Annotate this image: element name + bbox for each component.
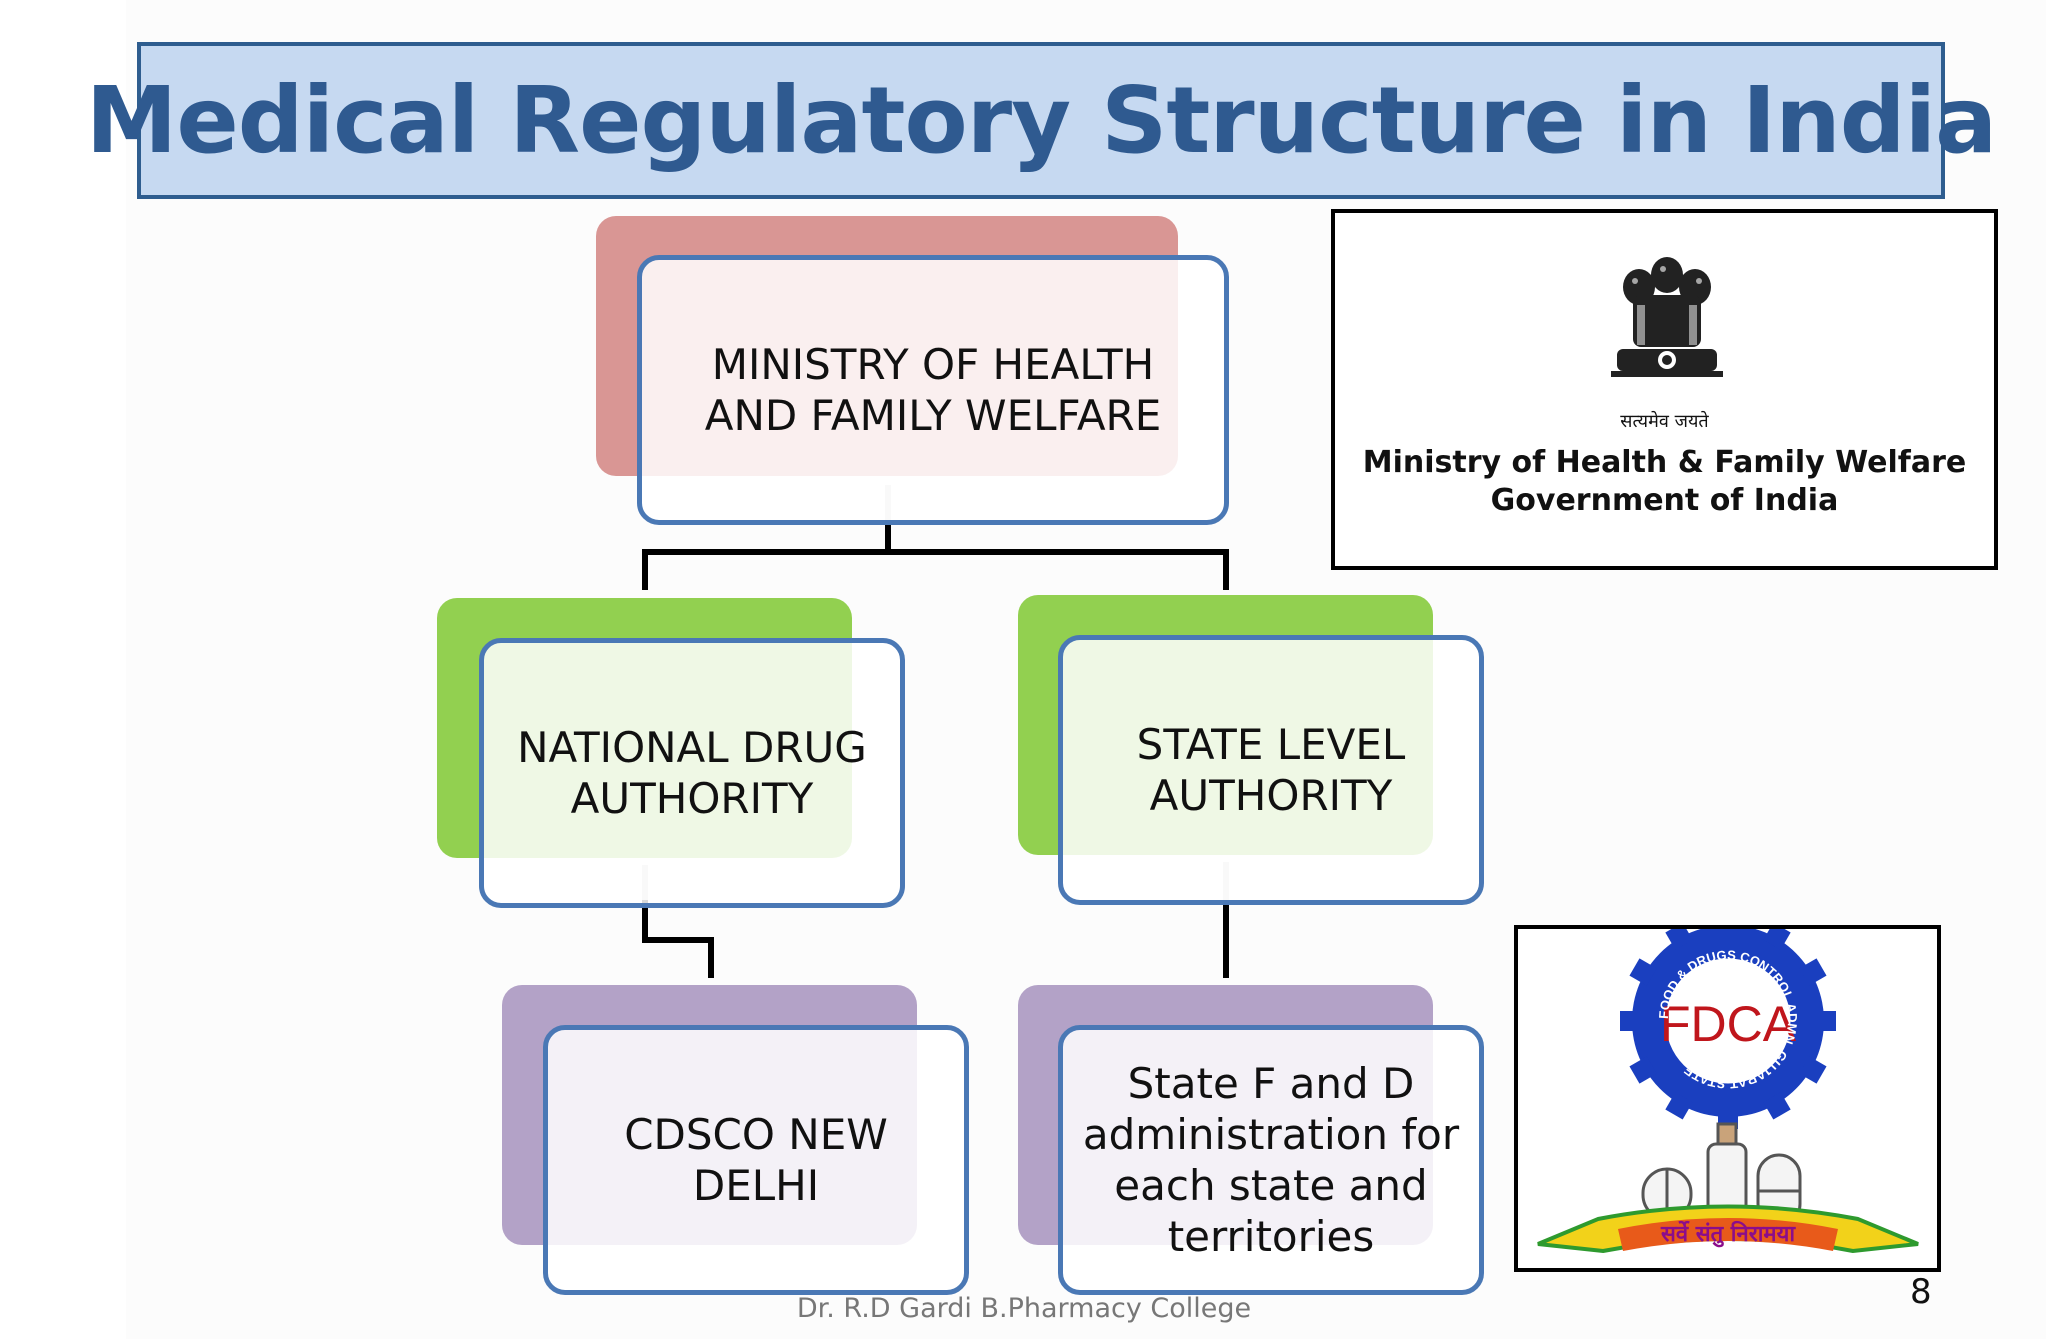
ministry-logo-box: सत्यमेव जयते Ministry of Health & Family… [1331,209,1998,570]
fdca-banner-text: सर्वे संतु निरामया [1660,1220,1796,1248]
connector-root-state [888,549,1229,590]
fdca-acronym: FDCA [1660,996,1797,1052]
node-state-fd-administration: State F and D administration for each st… [1058,1025,1484,1295]
node-ministry-health-label: MINISTRY OF HEALTH AND FAMILY WELFARE [704,339,1162,440]
node-national-drug-authority-label: NATIONAL DRUG AUTHORITY [517,722,867,823]
fdca-emblem-icon: FDCA FOOD & DRUGS CONTROL ADMN. GUJARAT … [1537,929,1919,1254]
node-state-level-authority: STATE LEVEL AUTHORITY [1058,635,1484,905]
motto-text: सत्यमेव जयते [1620,411,1709,432]
node-cdsco-new-delhi-label: CDSCO NEW DELHI [624,1109,888,1210]
node-ministry-health: MINISTRY OF HEALTH AND FAMILY WELFARE [637,255,1229,525]
node-state-level-authority-label: STATE LEVEL AUTHORITY [1136,719,1406,820]
fdca-logo-box: FDCA FOOD & DRUGS CONTROL ADMN. GUJARAT … [1514,925,1941,1272]
footer-credit: Dr. R.D Gardi B.Pharmacy College [796,1293,1252,1324]
title-bar: Medical Regulatory Structure in India [86,42,1997,199]
connector-root-national [642,522,891,590]
ministry-name-text: Ministry of Health & Family Welfare [1362,445,1967,480]
slide-title: Medical Regulatory Structure in India [85,67,1997,174]
page-number: 8 [1910,1272,1932,1312]
ashoka-emblem-icon [1611,257,1723,377]
node-state-fd-administration-label: State F and D administration for each st… [1082,1058,1460,1262]
node-cdsco-new-delhi: CDSCO NEW DELHI [543,1025,969,1295]
government-name-text: Government of India [1490,483,1839,518]
node-national-drug-authority: NATIONAL DRUG AUTHORITY [479,638,905,908]
connector-national-cdsco [642,900,714,978]
